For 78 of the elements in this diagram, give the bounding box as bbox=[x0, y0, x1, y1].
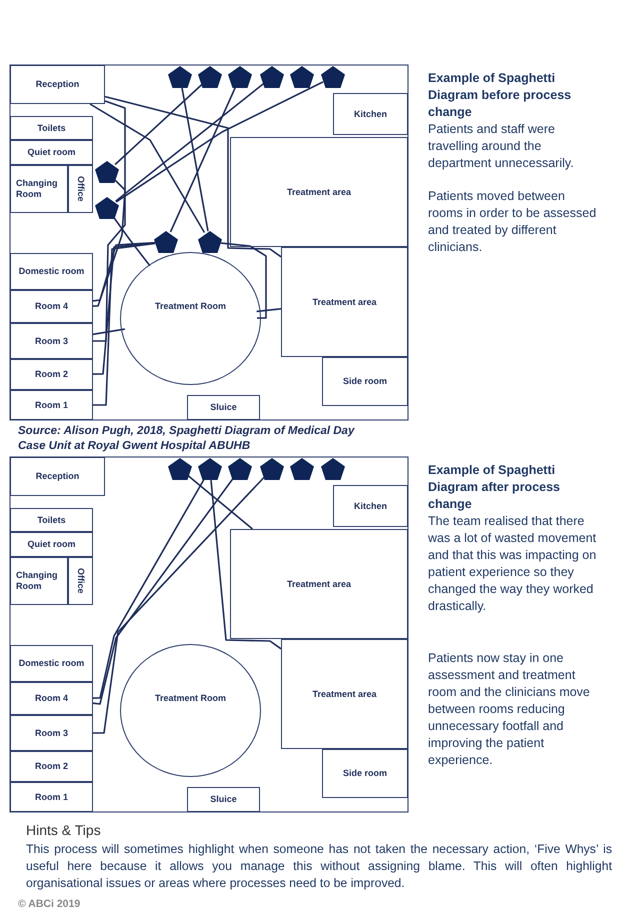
movement-line bbox=[170, 86, 236, 232]
room: Domestic room bbox=[10, 645, 93, 682]
room: Treatment area bbox=[281, 639, 408, 749]
movement-line bbox=[112, 216, 151, 266]
room: Toilets bbox=[10, 508, 93, 532]
room: Treatment area bbox=[230, 529, 408, 639]
source-note: Source: Alison Pugh, 2018, Spaghetti Diagram of Medical Day Case Unit at Royal Gwent Hospital ABUHB bbox=[18, 424, 356, 454]
movement-line bbox=[181, 88, 209, 232]
room: Office bbox=[68, 557, 93, 605]
room: Treatment area bbox=[230, 137, 408, 247]
paragraph: Patients moved between rooms in order to be assessed and treated by different clinicians. bbox=[428, 188, 598, 256]
room: Treatment area bbox=[281, 247, 408, 357]
room: Room 4 bbox=[10, 682, 93, 715]
movement-line bbox=[93, 242, 156, 375]
staff-pentagon-icon bbox=[228, 66, 252, 88]
staff-pentagon-icon bbox=[260, 458, 284, 480]
movement-line bbox=[92, 478, 206, 699]
movement-line bbox=[114, 84, 202, 166]
movement-line bbox=[104, 96, 282, 258]
paragraph: Patients now stay in one assessment and treatment room and the clinicians move between rooms reducing unnecessary footfall and improving the patient experience. bbox=[428, 650, 591, 769]
movement-line bbox=[188, 475, 253, 530]
room: Room 3 bbox=[10, 323, 93, 359]
movement-line bbox=[116, 81, 324, 203]
movement-line bbox=[93, 100, 126, 342]
movement-line bbox=[92, 477, 234, 705]
room: Room 4 bbox=[10, 290, 93, 323]
staff-pentagon-icon bbox=[290, 458, 314, 480]
room: Kitchen bbox=[333, 93, 408, 135]
movement-line bbox=[93, 242, 156, 406]
room: Room 1 bbox=[10, 782, 93, 812]
staff-pentagon-icon bbox=[198, 458, 222, 480]
room: Quiet room bbox=[10, 532, 93, 557]
room: Changing Room bbox=[10, 165, 68, 213]
copyright-note: © ABCi 2019 bbox=[18, 897, 82, 912]
movement-line bbox=[210, 480, 282, 650]
movement-line bbox=[92, 179, 126, 307]
staff-pentagon-icon bbox=[228, 458, 252, 480]
movement-line bbox=[115, 83, 264, 202]
staff-pentagon-icon bbox=[168, 66, 192, 88]
room: Quiet room bbox=[10, 140, 93, 165]
heading: Example of Spaghetti Diagram after process change bbox=[428, 462, 562, 513]
room: Sluice bbox=[187, 787, 260, 812]
room: Sluice bbox=[187, 395, 260, 420]
section-heading: Hints & Tips bbox=[26, 822, 102, 839]
staff-pentagon-icon bbox=[198, 66, 222, 88]
room: Room 3 bbox=[10, 715, 93, 751]
movement-line bbox=[220, 242, 267, 319]
room: Changing Room bbox=[10, 557, 68, 605]
movement-line bbox=[93, 476, 265, 734]
staff-pentagon-icon bbox=[260, 66, 284, 88]
room: Reception bbox=[10, 457, 105, 496]
staff-pentagon-icon bbox=[154, 231, 178, 253]
room: Reception bbox=[10, 65, 105, 104]
staff-pentagon-icon bbox=[290, 66, 314, 88]
room: Side room bbox=[322, 357, 408, 406]
paragraph: The team realised that there was a lot of wasted movement and that this was impacting on patient experience so they changed the way they worked drastically. bbox=[428, 513, 598, 615]
room: Domestic room bbox=[10, 253, 93, 290]
movement-line bbox=[92, 242, 156, 302]
staff-pentagon-icon bbox=[321, 458, 345, 480]
room: Office bbox=[68, 165, 93, 213]
room: Kitchen bbox=[333, 485, 408, 527]
staff-pentagon-icon bbox=[95, 197, 119, 219]
heading: Example of Spaghetti Diagram before process change bbox=[428, 70, 572, 121]
room: Room 2 bbox=[10, 359, 93, 390]
staff-pentagon-icon bbox=[198, 231, 222, 253]
staff-pentagon-icon bbox=[321, 66, 345, 88]
movement-line bbox=[92, 328, 126, 336]
room: Room 2 bbox=[10, 751, 93, 782]
room: Toilets bbox=[10, 116, 93, 140]
staff-pentagon-icon bbox=[95, 161, 119, 183]
movement-line bbox=[90, 103, 206, 233]
room: Side room bbox=[322, 749, 408, 798]
staff-pentagon-icon bbox=[168, 458, 192, 480]
paragraph: This process will sometimes highlight when someone has not taken the necessary action, ‘Five Whys’ is useful here because it allows you manage this without assigning blame. This will often highlight organisational issues or areas where processes need to be improved. bbox=[26, 841, 612, 892]
room: Room 1 bbox=[10, 390, 93, 420]
paragraph: Patients and staff were travelling around the department unnecessarily. bbox=[428, 121, 575, 172]
treatment-room-circle: Treatment Room bbox=[120, 644, 261, 777]
movement-line bbox=[256, 308, 282, 312]
